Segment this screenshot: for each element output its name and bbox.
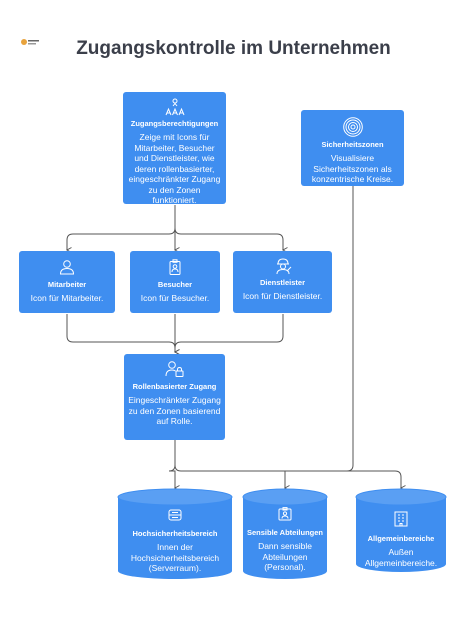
cylinder-hochsicherheitsbereich: [117, 488, 233, 579]
node-description: Icon für Dienstleister.: [242, 291, 323, 301]
connector-zugang-dienstleister: [174, 227, 283, 250]
cylinder-sensible-abteilungen: [242, 488, 328, 579]
connector-rollen-split: [174, 464, 401, 488]
node-description: Zeige mit Icons für Mitarbeiter, Besuche…: [128, 132, 221, 205]
logo-icon: [21, 39, 39, 45]
node-title: Allgemeinbereiche: [367, 534, 435, 543]
node-mitarbeiter: Mitarbeiter Icon für Mitarbeiter.: [19, 251, 115, 313]
node-description: Dann sensible Abteilungen (Personal).: [258, 541, 312, 572]
node-zugangsberechtigungen: Zugangsberechtigungen Zeige mit Icons fü…: [123, 92, 226, 205]
node-besucher: Besucher Icon für Besucher.: [130, 251, 220, 313]
node-title: Sensible Abteilungen: [247, 528, 323, 537]
node-rollenbasierter-zugang: Rollenbasierter Zugang Eingeschränkter Z…: [124, 354, 225, 440]
node-title: Besucher: [157, 280, 193, 289]
concentric-circles-icon: [342, 117, 363, 137]
node-allgemeinbereiche: Allgemeinbereiche Außen Allgemeinbereich…: [356, 511, 446, 568]
node-description: Icon für Besucher.: [140, 293, 210, 303]
id-card-icon: [278, 507, 292, 521]
building-icon: [394, 511, 408, 527]
server-icon: [168, 509, 182, 521]
user-lock-icon: [165, 361, 183, 377]
node-description: Außen Allgemeinbereiche.: [364, 547, 438, 568]
node-title: Mitarbeiter: [47, 280, 87, 289]
node-sensible-abteilungen: Sensible Abteilungen Dann sensible Abtei…: [243, 507, 327, 573]
connector-sicherheitszonen: [346, 186, 354, 472]
node-description: Icon für Mitarbeiter.: [30, 293, 104, 303]
connector-dienstleister-rollen: [174, 314, 284, 349]
node-description: Eingeschränkter Zugang zu den Zonen basi…: [128, 395, 221, 426]
node-hochsicherheitsbereich: Hochsicherheitsbereich Innen der Hochsic…: [118, 509, 232, 574]
node-title: Hochsicherheitsbereich: [132, 529, 218, 538]
cylinder-allgemeinbereiche: [355, 488, 447, 572]
node-sicherheitszonen: Sicherheitszonen Visualisiere Sicherheit…: [301, 110, 404, 186]
worker-icon: [276, 258, 291, 275]
connector-rollen-hoch: [168, 440, 175, 488]
node-title: Zugangsberechtigungen: [130, 119, 219, 128]
node-title: Sicherheitszonen: [321, 140, 384, 149]
node-description: Innen der Hochsicherheitsbereich (Server…: [130, 542, 220, 573]
node-title: Dienstleister: [259, 278, 306, 287]
badge-icon: [169, 259, 181, 275]
node-title: Rollenbasierter Zugang: [132, 382, 217, 391]
page-title: Zugangskontrolle im Unternehmen: [76, 38, 391, 59]
node-dienstleister: Dienstleister Icon für Dienstleister.: [233, 251, 332, 313]
node-description: Visualisiere Sicherheitszonen als konzen…: [311, 153, 394, 184]
people-access-icon: [165, 98, 184, 116]
person-icon: [59, 260, 75, 275]
